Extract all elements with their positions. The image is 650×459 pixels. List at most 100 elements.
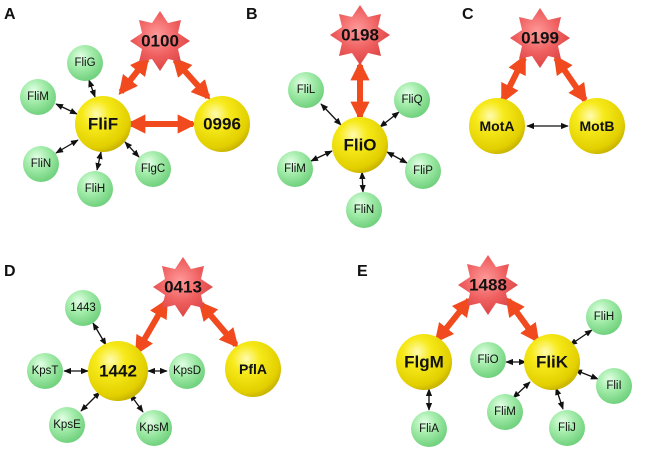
- edge-fliG-fliF: [88, 79, 96, 98]
- edges-e: [425, 296, 599, 411]
- node-flgC: FlgC: [135, 151, 171, 187]
- panel-label-c: C: [462, 6, 474, 23]
- node-flgM: FlgM: [396, 334, 452, 390]
- hub-node-1488: 1488: [458, 255, 518, 315]
- edge-kpsE-1442: [80, 391, 101, 412]
- node-label: KpsM: [139, 422, 168, 434]
- panel-d: D 0413 1442 PflA 1443 KpsT KpsD KpsE Kps…: [4, 257, 281, 446]
- edge-fliH-fliF: [95, 151, 103, 171]
- hub-node-0198: 0198: [330, 5, 390, 65]
- node-kpsT: KpsT: [27, 353, 63, 389]
- node-fliN: FliN: [23, 146, 59, 182]
- panel-b: B 0198 FliO FliL FliQ FliM FliP FliN: [246, 5, 441, 228]
- node-label: KpsE: [53, 419, 81, 431]
- panel-a: A 0100 FliF 0996 FliG FliM FliN FliH Flg…: [4, 6, 250, 207]
- hub-label: 0413: [164, 278, 202, 297]
- node-label: FliO: [343, 136, 376, 155]
- edges-b: [310, 61, 408, 193]
- node-label: KpsT: [32, 365, 59, 377]
- node-fliH-e: FliH: [586, 299, 622, 335]
- hub-label: 0199: [521, 29, 559, 48]
- node-fliH: FliH: [77, 171, 113, 207]
- edge-hub-fliK: [505, 296, 540, 344]
- node-label: 1443: [70, 302, 96, 314]
- node-label: MotB: [580, 118, 615, 134]
- node-fliN-b: FliN: [346, 192, 382, 228]
- node-label: FliI: [606, 380, 621, 392]
- node-kpsE: KpsE: [49, 407, 85, 443]
- node-fliL: FliL: [288, 72, 324, 108]
- node-label: 0996: [203, 115, 241, 134]
- node-kpsM: KpsM: [136, 410, 172, 446]
- node-label: FlgC: [141, 163, 165, 175]
- node-1442: 1442: [88, 341, 148, 401]
- node-label: FliA: [419, 423, 439, 435]
- node-label: FliN: [31, 158, 51, 170]
- edge-fliN-fliF: [55, 139, 79, 154]
- node-label: FliQ: [401, 94, 422, 106]
- edge-fliH-fliK: [569, 329, 593, 346]
- edge-fliM-fliO: [310, 150, 333, 162]
- node-label: FliO: [477, 354, 498, 366]
- edge-fliL-fliO: [320, 103, 342, 126]
- edge-fliQ-fliO: [379, 111, 400, 128]
- panel-c: C 0199 MotA MotB: [462, 6, 625, 154]
- panel-label-a: A: [4, 6, 16, 23]
- node-fliG: FliG: [67, 45, 103, 81]
- panel-e: E 1488 FlgM FliK FliA FliO FliH FliI Fli…: [357, 255, 632, 447]
- edge-fliN-fliO: [359, 171, 366, 193]
- edge-flgC-fliF: [124, 141, 140, 158]
- edge-hub-pflA: [198, 301, 239, 348]
- edge-fliI-fliK: [574, 369, 599, 380]
- hub-label: 0198: [341, 26, 379, 45]
- node-fliO: FliO: [332, 117, 388, 173]
- panel-label-b: B: [246, 6, 258, 23]
- node-label: FlgM: [404, 353, 444, 372]
- node-fliF: FliF: [75, 96, 131, 152]
- edge-fliJ-fliK: [555, 387, 564, 410]
- node-label: 1442: [99, 362, 137, 381]
- panel-label-e: E: [357, 263, 368, 280]
- node-label: FliP: [413, 165, 433, 177]
- node-kpsD: KpsD: [169, 353, 205, 389]
- node-pflA: PflA: [225, 341, 281, 397]
- node-label: PflA: [239, 361, 267, 377]
- edge-fliM-fliK: [512, 381, 531, 399]
- node-label: FliF: [88, 115, 118, 134]
- edge-hub-fliF: [118, 55, 150, 96]
- hub-node-0100: 0100: [130, 11, 190, 71]
- node-fliK: FliK: [524, 334, 580, 390]
- node-motB: MotB: [569, 98, 625, 154]
- edge-hub-motB: [553, 54, 588, 104]
- edges-c: [500, 54, 588, 130]
- hub-node-0199: 0199: [510, 8, 570, 68]
- edge-fliP-fliO: [386, 151, 408, 164]
- node-label: MotA: [480, 118, 515, 134]
- node-motA: MotA: [469, 98, 525, 154]
- edge-hub-1442: [134, 298, 169, 356]
- node-label: FliM: [284, 163, 306, 175]
- edges-a: [55, 55, 211, 171]
- edges-d: [63, 298, 239, 413]
- node-fliI: FliI: [596, 368, 632, 404]
- node-fliJ: FliJ: [549, 410, 585, 446]
- node-label: FliM: [27, 91, 49, 103]
- node-label: FliL: [297, 84, 316, 96]
- hub-label: 0100: [141, 32, 179, 51]
- node-label: FliJ: [558, 422, 576, 434]
- node-label: KpsD: [173, 365, 201, 377]
- node-fliM-b: FliM: [277, 151, 313, 187]
- node-fliM: FliM: [20, 79, 56, 115]
- edge-fliM-fliF: [55, 103, 78, 115]
- node-label: FliN: [354, 204, 374, 216]
- node-label: FliH: [85, 183, 105, 195]
- node-fliQ: FliQ: [394, 82, 430, 118]
- node-label: FliH: [594, 311, 614, 323]
- node-label: FliG: [74, 57, 95, 69]
- edge-1443-1442: [92, 322, 107, 346]
- hub-node-0413: 0413: [153, 257, 213, 317]
- edge-hub-0996: [172, 57, 211, 100]
- node-label: FliK: [536, 353, 569, 372]
- node-0996: 0996: [194, 96, 250, 152]
- edge-hub-motA: [500, 54, 527, 104]
